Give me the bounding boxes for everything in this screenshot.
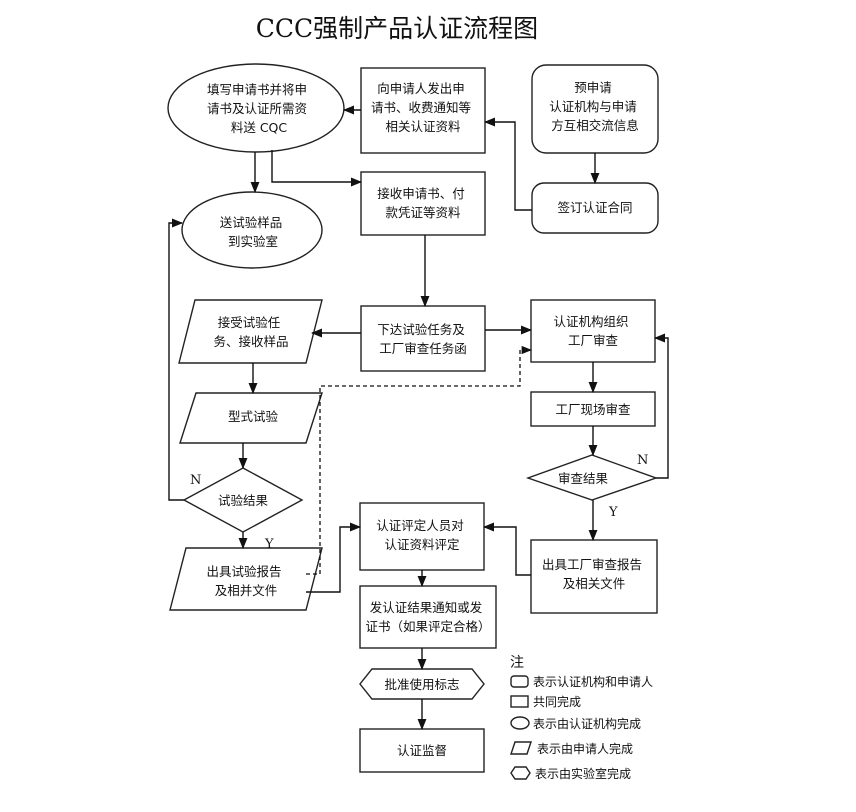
arrow-factory-report-to-eval bbox=[482, 522, 531, 576]
svg-text:送试验样品 到实验室: 送试验样品 到实验室 bbox=[220, 215, 287, 249]
legend-rect-icon bbox=[510, 695, 529, 708]
label-review-yes: Y bbox=[608, 505, 618, 520]
arrow-review-result-no bbox=[653, 333, 669, 479]
label-test-yes: Y bbox=[264, 537, 274, 552]
label-review-no: N bbox=[637, 453, 648, 468]
svg-text:认证机构组织 工厂审查: 认证机构组织 工厂审查 bbox=[554, 314, 633, 348]
node-org-factory-review: 认证机构组织 工厂审查 bbox=[530, 299, 656, 363]
node-evaluator-review: 认证评定人员对 认证资料评定 bbox=[359, 502, 485, 571]
page-title: CCC强制产品认证流程图 bbox=[256, 14, 538, 43]
svg-text:接受试验任 务、接收样品: 接受试验任 务、接收样品 bbox=[213, 315, 288, 349]
node-send-application: 向申请人发出申 请书、收费通知等 相关认证资料 bbox=[360, 67, 486, 154]
arrow-test-result-no bbox=[168, 218, 184, 501]
connectors bbox=[168, 105, 669, 731]
svg-text:批准使用标志: 批准使用标志 bbox=[384, 677, 459, 692]
node-sign-contract: 签订认证合同 bbox=[531, 182, 659, 234]
node-review-result: 审查结果 bbox=[525, 454, 659, 501]
node-factory-onsite: 工厂现场审查 bbox=[530, 391, 656, 427]
svg-text:发认证结果通知或发 证书（如果评定合格）: 发认证结果通知或发 证书（如果评定合格） bbox=[365, 600, 490, 634]
svg-text:试验结果: 试验结果 bbox=[218, 493, 269, 508]
node-approve-mark: 批准使用标志 bbox=[359, 668, 485, 700]
legend-parallelogram-icon bbox=[510, 741, 532, 755]
svg-text:审查结果: 审查结果 bbox=[558, 471, 609, 486]
node-send-samples: 送试验样品 到实验室 bbox=[181, 191, 323, 269]
node-issue-factory-report: 出具工厂审查报告 及相关文件 bbox=[530, 539, 658, 614]
svg-text:出具工厂审查报告 及相关文件: 出具工厂审查报告 及相关文件 bbox=[542, 557, 646, 591]
node-test-result: 试验结果 bbox=[182, 467, 304, 533]
arrow-contract-to-send bbox=[483, 117, 532, 211]
arrow-fill-to-receive bbox=[271, 150, 363, 187]
node-fill-application: 填写申请书并将申 请书及认证所需资 料送 CQC bbox=[167, 63, 345, 153]
node-issue-test-report: 出具试验报告 及相并文件 bbox=[169, 547, 323, 611]
svg-text:向申请人发出申 请书、收费通知等 相: 向申请人发出申 请书、收费通知等 相关认证资料 bbox=[371, 81, 475, 134]
svg-text:签订认证合同: 签订认证合同 bbox=[557, 200, 632, 215]
svg-text:出具试验报告 及相并文件: 出具试验报告 及相并文件 bbox=[207, 564, 286, 598]
node-accept-task: 接受试验任 务、接收样品 bbox=[178, 299, 323, 364]
legend-item-4: 表示由实验室完成 bbox=[535, 766, 631, 781]
svg-text:接收申请书、付 款凭证等资料: 接收申请书、付 款凭证等资料 bbox=[377, 186, 469, 220]
svg-text:工厂现场审查: 工厂现场审查 bbox=[555, 402, 631, 417]
legend-rounded-rect-icon bbox=[510, 675, 529, 688]
label-test-no: N bbox=[190, 473, 201, 488]
svg-text:认证评定人员对 认证资料评定: 认证评定人员对 认证资料评定 bbox=[376, 518, 468, 552]
legend-ellipse-icon bbox=[510, 716, 530, 730]
node-issue-task: 下达试验任务及 工厂审查任务函 bbox=[360, 305, 486, 372]
legend: 注 表示认证机构和申请人 共同完成 表示由认证机构完成 表示由申请人完成 表示由… bbox=[510, 655, 653, 781]
dashed-test-report-to-factory bbox=[306, 345, 533, 575]
legend-item-0: 表示认证机构和申请人 bbox=[533, 674, 653, 689]
svg-text:认证监督: 认证监督 bbox=[397, 743, 447, 758]
legend-title: 注 bbox=[510, 655, 524, 671]
arrow-test-report-to-eval bbox=[306, 522, 362, 593]
svg-text:预申请 认证机构与申请 方互相交流信: 预申请 认证机构与申请 方互相交流信息 bbox=[549, 80, 641, 133]
node-supervision: 认证监督 bbox=[359, 728, 485, 773]
node-issue-certificate: 发认证结果通知或发 证书（如果评定合格） bbox=[359, 585, 497, 649]
svg-text:下达试验任务及 工厂审查任务函: 下达试验任务及 工厂审查任务函 bbox=[377, 322, 469, 356]
node-pre-application: 预申请 认证机构与申请 方互相交流信息 bbox=[531, 64, 659, 154]
legend-item-1: 共同完成 bbox=[533, 694, 581, 709]
legend-item-3: 表示由申请人完成 bbox=[537, 741, 633, 756]
node-type-test: 型式试验 bbox=[179, 392, 323, 444]
node-receive-application: 接收申请书、付 款凭证等资料 bbox=[360, 171, 486, 236]
svg-text:填写申请书并将申 请书及认证所需资: 填写申请书并将申 请书及认证所需资 料送 CQC bbox=[207, 82, 311, 135]
svg-text:型式试验: 型式试验 bbox=[228, 409, 279, 424]
legend-item-2: 表示由认证机构完成 bbox=[533, 716, 641, 731]
legend-hexagon-icon bbox=[510, 766, 531, 780]
